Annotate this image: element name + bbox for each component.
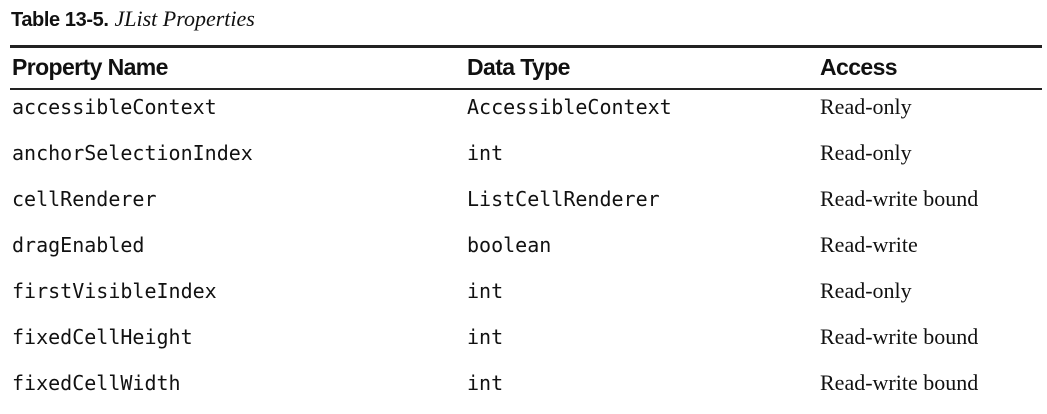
access-cell: Read-only	[820, 278, 912, 303]
access-cell: Read-only	[820, 94, 912, 119]
table-row: firstVisibleIndex int Read-only	[0, 276, 1047, 322]
table-row: cellRenderer ListCellRenderer Read-write…	[0, 184, 1047, 230]
data-type-cell: ListCellRenderer	[467, 187, 660, 211]
data-type-cell: boolean	[467, 233, 552, 257]
property-name-cell: accessibleContext	[12, 95, 217, 119]
table-top-rule	[10, 45, 1042, 48]
data-type-cell: AccessibleContext	[467, 95, 672, 119]
data-type-cell: int	[467, 371, 504, 395]
table-row: fixedCellWidth int Read-write bound	[0, 368, 1047, 414]
table-title: JList Properties	[114, 6, 255, 31]
data-type-cell: int	[467, 141, 504, 165]
access-cell: Read-write bound	[820, 324, 979, 349]
table-row: accessibleContext AccessibleContext Read…	[0, 92, 1047, 138]
property-name-cell: dragEnabled	[12, 233, 145, 257]
property-name-cell: firstVisibleIndex	[12, 279, 217, 303]
property-name-cell: fixedCellHeight	[12, 325, 193, 349]
access-cell: Read-write bound	[820, 370, 979, 395]
access-cell: Read-only	[820, 140, 912, 165]
column-header-access: Access	[820, 54, 898, 80]
table-row: dragEnabled boolean Read-write	[0, 230, 1047, 276]
column-header-property-name: Property Name	[12, 54, 168, 80]
data-type-cell: int	[467, 325, 504, 349]
property-name-cell: anchorSelectionIndex	[12, 141, 253, 165]
table-row: anchorSelectionIndex int Read-only	[0, 138, 1047, 184]
data-type-cell: int	[467, 279, 504, 303]
access-cell: Read-write	[820, 232, 918, 257]
table-number: Table 13-5.	[11, 9, 109, 31]
table-header-rule	[10, 88, 1042, 90]
column-header-data-type: Data Type	[467, 54, 570, 80]
property-name-cell: fixedCellWidth	[12, 371, 181, 395]
table-caption: Table 13-5.JList Properties	[11, 4, 255, 34]
property-name-cell: cellRenderer	[12, 187, 157, 211]
table-header-row: Property Name Data Type Access	[0, 50, 1047, 84]
access-cell: Read-write bound	[820, 186, 979, 211]
table-row: fixedCellHeight int Read-write bound	[0, 322, 1047, 368]
